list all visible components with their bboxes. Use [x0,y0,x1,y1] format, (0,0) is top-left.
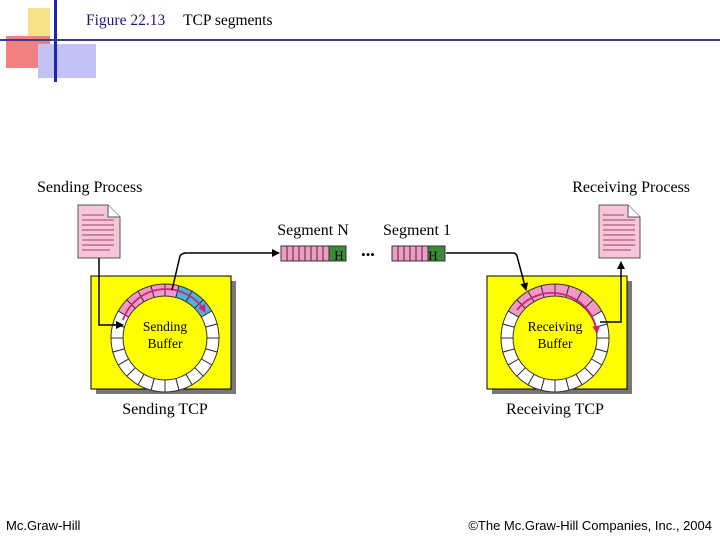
segment-n-data-cell [304,245,312,262]
receiving-process-label: Receiving Process [572,179,690,196]
receiving-buffer-to-process-arrow [600,261,625,323]
segment-1-data-cell [421,245,429,262]
segment-n [280,245,347,262]
sending-buffer-direction-arrow [122,288,206,321]
segments-to-receiving-buffer-arrow [446,252,529,291]
segment-1-header-cell [427,245,446,262]
segment-1 [391,245,446,262]
figure-number: Figure 22.13 [86,12,166,29]
segment-n-header-marker: H [334,248,343,263]
figure-title: TCP segments [183,12,273,29]
sending-process-label: Sending Process [37,179,142,196]
segment-1-data-cell [415,245,423,262]
segment-n-data-cell [322,245,330,262]
receiving-tcp-label: Receiving TCP [506,401,604,418]
receiving-buffer-label-line-2: Buffer [538,336,573,351]
segment-n-data-cell [286,245,294,262]
segment-1-label: Segment 1 [383,222,451,239]
slide-corner-decoration [0,0,720,90]
segment-n-header-cell [328,245,347,262]
segment-n-data-cell [292,245,300,262]
receiving-buffer-slot [540,283,556,299]
segment-n-data-cell [280,245,288,262]
receiving-buffer-slot [554,377,570,393]
receiving-buffer-ring [500,283,610,393]
receiving-buffer-slot [500,337,516,353]
segment-n-label: Segment N [277,222,349,239]
sending-process-document-icon [77,204,121,259]
sending-buffer-slot [150,283,166,299]
segment-n-data-cell [298,245,306,262]
footer-publisher: Mc.Graw-Hill [6,518,81,533]
segment-1-data-cell [391,245,399,262]
sending-buffer-slot [164,377,180,393]
segment-ellipsis: ••• [361,247,375,262]
slide-header: Figure 22.13 TCP segments [86,12,273,34]
segment-1-data-cell [403,245,411,262]
segment-n-data-cell [310,245,318,262]
receiving-buffer-direction-arrow [516,292,601,334]
receiving-buffer-label-line-1: Receiving [528,319,583,334]
sending-buffer-label-line-2: Buffer [148,336,183,351]
receiving-process-document-icon [598,204,641,259]
segment-n-data-cell [316,245,324,262]
sending-tcp-label: Sending TCP [122,401,208,418]
process-to-sending-buffer-arrow [98,258,124,329]
segment-1-data-cell [397,245,405,262]
segment-1-header-marker: H [428,248,437,263]
sending-buffer-slot [204,323,220,339]
sending-buffer-to-segments-arrow [171,249,280,291]
sending-buffer-label-line-1: Sending [143,319,188,334]
segment-1-data-cell [409,245,417,262]
footer-copyright: ©The Mc.Graw-Hill Companies, Inc., 2004 [468,518,712,533]
sending-buffer-slot [110,337,126,353]
